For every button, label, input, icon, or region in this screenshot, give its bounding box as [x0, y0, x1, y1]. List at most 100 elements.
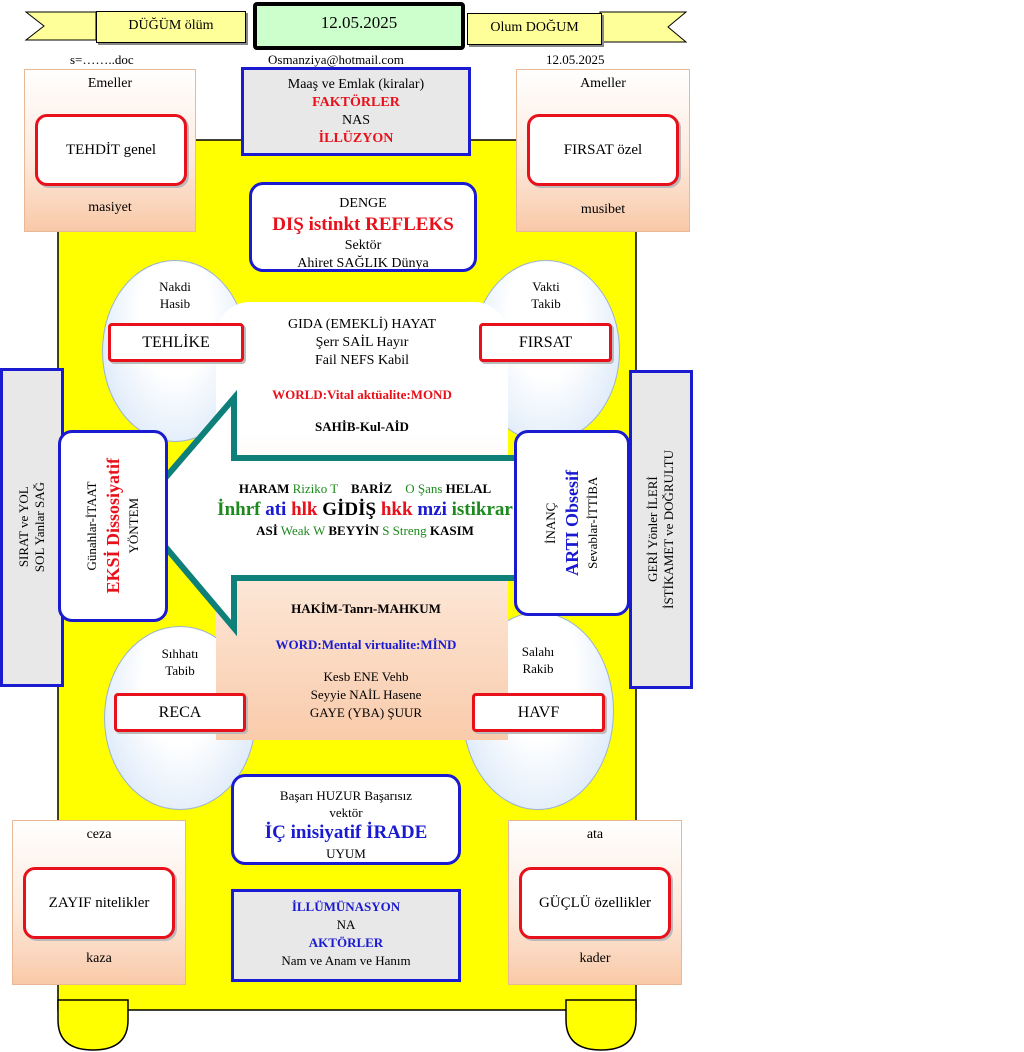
haram-word: HARAM [238, 481, 290, 496]
hakim-line: HAKİM-Tanrı-MAHKUM [291, 601, 441, 616]
center-line3: Fail NEFS Kabil [314, 353, 410, 368]
inner-right-text: İNANÇ ARTI Obsesif Sevablar-İTTİBA [542, 470, 602, 576]
actors-line2: NA [336, 917, 356, 932]
streng-word: S Streng [382, 523, 427, 538]
email-label: Osmanziya@hotmail.com [268, 52, 404, 67]
corner-bottom-right: ata GÜÇLÜ özellikler kader [508, 820, 682, 985]
sans-word: O Şans [405, 481, 443, 496]
will-line2: vektör [329, 805, 363, 820]
side-left-text: SIRAT ve YOL SOL Yanlar SAĞ [16, 482, 48, 572]
side-right-box: GERİ Yönler İLERİ İSTİKAMET ve DOĞRULTU [629, 370, 693, 689]
arrow-row2: İnhrf ati hlk GİDİŞ hkk mzi istikrar [190, 498, 540, 522]
banner-right-tail [599, 11, 688, 43]
seyyie-line: Seyyie NAİL Hasene [310, 687, 422, 702]
arrow-row1: HARAM Riziko T BARİZ O Şans HELAL [190, 480, 540, 498]
asi-word: ASİ [256, 523, 278, 538]
istikrar-word: istikrar [451, 499, 513, 520]
balance-line3: Sektör [344, 238, 382, 253]
factors-line4: İLLÜZYON [318, 131, 394, 146]
balance-line4: Ahiret SAĞLIK Dünya [297, 256, 429, 271]
yellow-wheel-left [57, 999, 129, 1051]
balance-line1: DENGE [339, 196, 387, 211]
side-right-line2: İSTİKAMET ve DOĞRULTU [661, 450, 676, 609]
corner-br-top: ata [586, 827, 604, 842]
actors-box: İLLÜMÜNASYON NA AKTÖRLER Nam ve Anam ve … [231, 889, 461, 982]
will-box: Başarı HUZUR Başarısız vektör İÇ inisiya… [231, 774, 461, 865]
actors-line4: Nam ve Anam ve Hanım [281, 953, 411, 968]
corner-tr-bottom: musibet [580, 202, 626, 217]
side-left-line2: SOL Yanlar SAĞ [32, 482, 47, 573]
side-right-line1: GERİ Yönler İLERİ [645, 476, 660, 583]
ellipse-tl-line1: Nakdi [159, 279, 191, 294]
fear-box: HAVF [472, 693, 605, 732]
banner-left: DÜĞÜM ölüm [96, 11, 246, 43]
ellipse-bl-line2: Tabib [165, 663, 195, 678]
side-left-line1: SIRAT ve YOL [16, 487, 31, 568]
corner-bl-top: ceza [86, 827, 112, 842]
inner-left-text: Günahlar-İTAAT EKSİ Dissosiyatif YÖNTEM [83, 458, 143, 594]
gidis-word: GİDİŞ [322, 499, 377, 520]
inhrf-word: İnhrf [217, 499, 261, 520]
mzi-word: mzi [417, 499, 447, 520]
banner-left-tail [24, 11, 97, 41]
corner-top-left: Emeller TEHDİT genel masiyet [24, 69, 196, 232]
inner-right-line1: İNANÇ [543, 502, 558, 544]
threat-box: TEHDİT genel [35, 114, 187, 186]
ellipse-tr-line1: Vakti [532, 279, 560, 294]
balance-box: DENGE DIŞ istinkt REFLEKS Sektör Ahiret … [249, 182, 477, 272]
factors-line2: FAKTÖRLER [312, 95, 400, 110]
inner-right-line3: Sevablar-İTTİBA [585, 476, 600, 570]
will-line4: UYUM [326, 846, 366, 861]
corner-bl-bottom: kaza [86, 951, 112, 966]
ellipse-br-line2: Rakib [522, 661, 554, 676]
corner-bottom-left: ceza ZAYIF nitelikler kaza [12, 820, 186, 985]
corner-tr-top: Ameller [580, 76, 626, 91]
weak-word: Weak W [280, 523, 326, 538]
center-line1: GIDA (EMEKLİ) HAYAT [287, 317, 437, 332]
arrow-text: HARAM Riziko T BARİZ O Şans HELAL İnhrf … [190, 480, 540, 540]
arrow-row3: ASİ Weak W BEYYİN S Streng KASIM [190, 522, 540, 540]
ellipse-tl-line2: Hasib [159, 296, 191, 311]
ellipse-tr-line2: Takib [531, 296, 561, 311]
center-line2: Şerr SAİL Hayır [315, 335, 409, 350]
corner-br-bottom: kader [579, 951, 611, 966]
banner-right-text: Olum DOĞUM [490, 20, 579, 35]
word-line: WORD:Mental virtualite:MİND [275, 637, 457, 652]
inner-left-box: Günahlar-İTAAT EKSİ Dissosiyatif YÖNTEM [58, 430, 168, 622]
chance-box: FIRSAT [479, 323, 612, 362]
danger-box: TEHLİKE [108, 323, 244, 362]
hope-box: RECA [114, 693, 246, 732]
factors-box: Maaş ve Emlak (kiralar) FAKTÖRLER NAS İL… [241, 67, 471, 156]
inner-right-box: İNANÇ ARTI Obsesif Sevablar-İTTİBA [514, 430, 630, 616]
ellipse-bl-line1: Sıhhatı [161, 646, 199, 661]
strength-box: GÜÇLÜ özellikler [519, 867, 671, 939]
factors-line3: NAS [341, 113, 370, 128]
beyyin-word: BEYYİN [328, 523, 379, 538]
hlk-word: hlk [291, 499, 318, 520]
ati-word: ati [265, 499, 287, 520]
kesb-line: Kesb ENE Vehb [323, 669, 409, 684]
inner-right-line2: ARTI Obsesif [562, 470, 582, 576]
actors-line1: İLLÜMÜNASYON [291, 899, 401, 914]
world-line: WORLD:Vital aktüalite:MOND [272, 387, 452, 402]
side-left-box: SIRAT ve YOL SOL Yanlar SAĞ [0, 368, 64, 687]
banner-left-text: DÜĞÜM ölüm [128, 18, 214, 33]
opportunity-box: FIRSAT özel [527, 114, 679, 186]
date-banner: 12.05.2025 [253, 2, 465, 50]
riziko-word: Riziko T [292, 481, 339, 496]
gaye-line: GAYE (YBA) ŞUUR [309, 705, 423, 720]
weakness-box: ZAYIF nitelikler [23, 867, 175, 939]
inner-left-line1: Günahlar-İTAAT [84, 481, 99, 571]
will-line3: İÇ inisiyatif İRADE [264, 822, 428, 843]
banner-right: Olum DOĞUM [467, 13, 602, 45]
actors-line3: AKTÖRLER [308, 935, 384, 950]
side-right-text: GERİ Yönler İLERİ İSTİKAMET ve DOĞRULTU [645, 450, 677, 609]
date-center-text: 12.05.2025 [320, 13, 398, 32]
doc-label: s=……..doc [70, 52, 134, 67]
factors-line1: Maaş ve Emlak (kiralar) [287, 77, 425, 92]
kasim-word: KASIM [429, 523, 474, 538]
corner-top-right: Ameller FIRSAT özel musibet [516, 69, 690, 232]
center-bottom-text: HAKİM-Tanrı-MAHKUM WORD:Mental virtualit… [236, 600, 496, 722]
helal-word: HELAL [445, 481, 492, 496]
date-right-label: 12.05.2025 [546, 52, 605, 67]
